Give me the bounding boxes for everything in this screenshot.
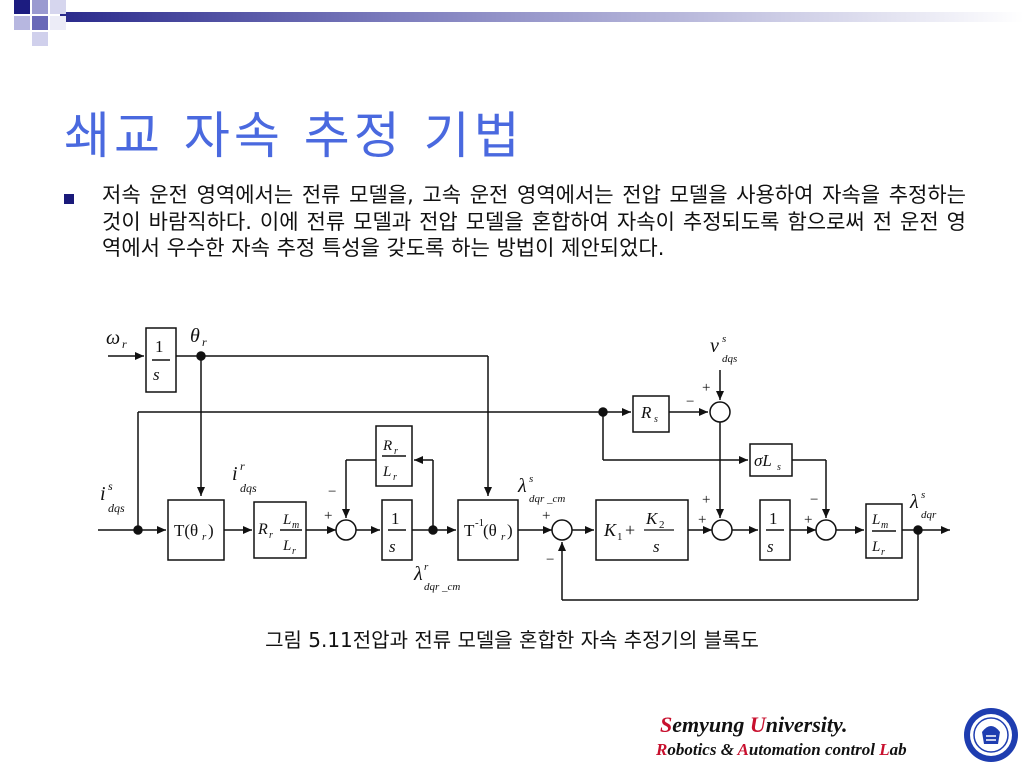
bullet-marker <box>64 194 74 204</box>
svg-text:1: 1 <box>617 531 623 543</box>
svg-text:m: m <box>292 520 299 531</box>
svg-text:1: 1 <box>155 337 164 356</box>
svg-text:T(θ: T(θ <box>174 521 198 540</box>
svg-text:θ: θ <box>190 325 200 347</box>
svg-text:s: s <box>921 489 925 501</box>
svg-text:s: s <box>767 537 774 556</box>
svg-text:K: K <box>603 520 617 540</box>
svg-text:+: + <box>804 512 812 528</box>
svg-text:λ: λ <box>413 563 423 585</box>
university-seal-logo <box>962 706 1020 768</box>
svg-text:dqr _cm: dqr _cm <box>424 581 460 593</box>
svg-text:T: T <box>464 521 475 540</box>
svg-text:r: r <box>394 446 398 457</box>
svg-text:L: L <box>871 539 880 555</box>
svg-text:(θ: (θ <box>483 521 497 540</box>
svg-text:L: L <box>282 512 291 528</box>
svg-text:r: r <box>122 337 127 351</box>
svg-text:K: K <box>645 509 659 528</box>
svg-text:s: s <box>529 473 533 485</box>
footer-lab-name: Robotics & Automation control Lab <box>656 740 907 759</box>
svg-text:s: s <box>389 537 396 556</box>
svg-text:L: L <box>382 464 391 480</box>
slide-title: 쇄교 자속 추정 기법 <box>64 107 524 165</box>
svg-text:r: r <box>424 561 429 573</box>
svg-text:r: r <box>501 531 506 543</box>
svg-text:i: i <box>100 483 106 505</box>
svg-text:+: + <box>625 520 635 540</box>
svg-text:+: + <box>324 508 332 524</box>
svg-text:s: s <box>654 414 658 425</box>
svg-text:1: 1 <box>769 509 778 528</box>
svg-text:+: + <box>542 508 550 524</box>
svg-text:+: + <box>702 492 710 508</box>
svg-text:ω: ω <box>106 327 120 349</box>
svg-text:−: − <box>810 492 818 508</box>
svg-text:s: s <box>777 462 781 473</box>
svg-text:s: s <box>722 333 726 345</box>
figure-caption: 그림 5.11전압과 전류 모델을 혼합한 자속 추정기의 블록도 <box>265 628 759 652</box>
svg-text:dqr _cm: dqr _cm <box>529 493 565 505</box>
svg-text:r: r <box>881 547 885 558</box>
slide-body-text: 저속 운전 영역에서는 전류 모델을, 고속 운전 영역에서는 전압 모델을 사… <box>102 183 966 260</box>
svg-text:2: 2 <box>659 519 665 531</box>
svg-text:L: L <box>871 512 880 528</box>
svg-text:dqr: dqr <box>921 509 937 521</box>
svg-text:): ) <box>208 521 214 540</box>
svg-text:m: m <box>881 520 888 531</box>
svg-text:-1: -1 <box>475 517 484 529</box>
svg-text:L: L <box>282 538 291 554</box>
svg-text:+: + <box>702 380 710 396</box>
svg-text:r: r <box>393 472 397 483</box>
svg-text:s: s <box>108 479 113 493</box>
svg-text:r: r <box>202 335 207 349</box>
decorative-header-band <box>0 0 1024 60</box>
svg-text:r: r <box>292 546 296 557</box>
svg-text:R: R <box>382 438 392 454</box>
footer-university-name: Semyung University. <box>660 712 848 737</box>
svg-text:+: + <box>698 512 706 528</box>
svg-text:r: r <box>240 459 245 473</box>
svg-text:λ: λ <box>909 491 919 513</box>
svg-text:r: r <box>269 530 273 541</box>
svg-text:R: R <box>257 521 268 538</box>
svg-text:dqs: dqs <box>240 481 257 495</box>
svg-text:σL: σL <box>754 451 772 470</box>
svg-text:i: i <box>232 463 238 485</box>
svg-text:r: r <box>202 531 207 543</box>
svg-text:s: s <box>653 537 660 556</box>
svg-text:1: 1 <box>391 509 400 528</box>
svg-text:dqs: dqs <box>722 353 737 365</box>
svg-text:−: − <box>686 394 694 410</box>
svg-text:): ) <box>507 521 513 540</box>
svg-text:dqs: dqs <box>108 501 125 515</box>
svg-text:λ: λ <box>517 475 527 497</box>
svg-text:R: R <box>640 403 652 422</box>
svg-text:s: s <box>153 365 160 384</box>
svg-text:−: − <box>328 484 336 500</box>
svg-text:v: v <box>710 335 719 357</box>
svg-text:−: − <box>546 552 554 568</box>
